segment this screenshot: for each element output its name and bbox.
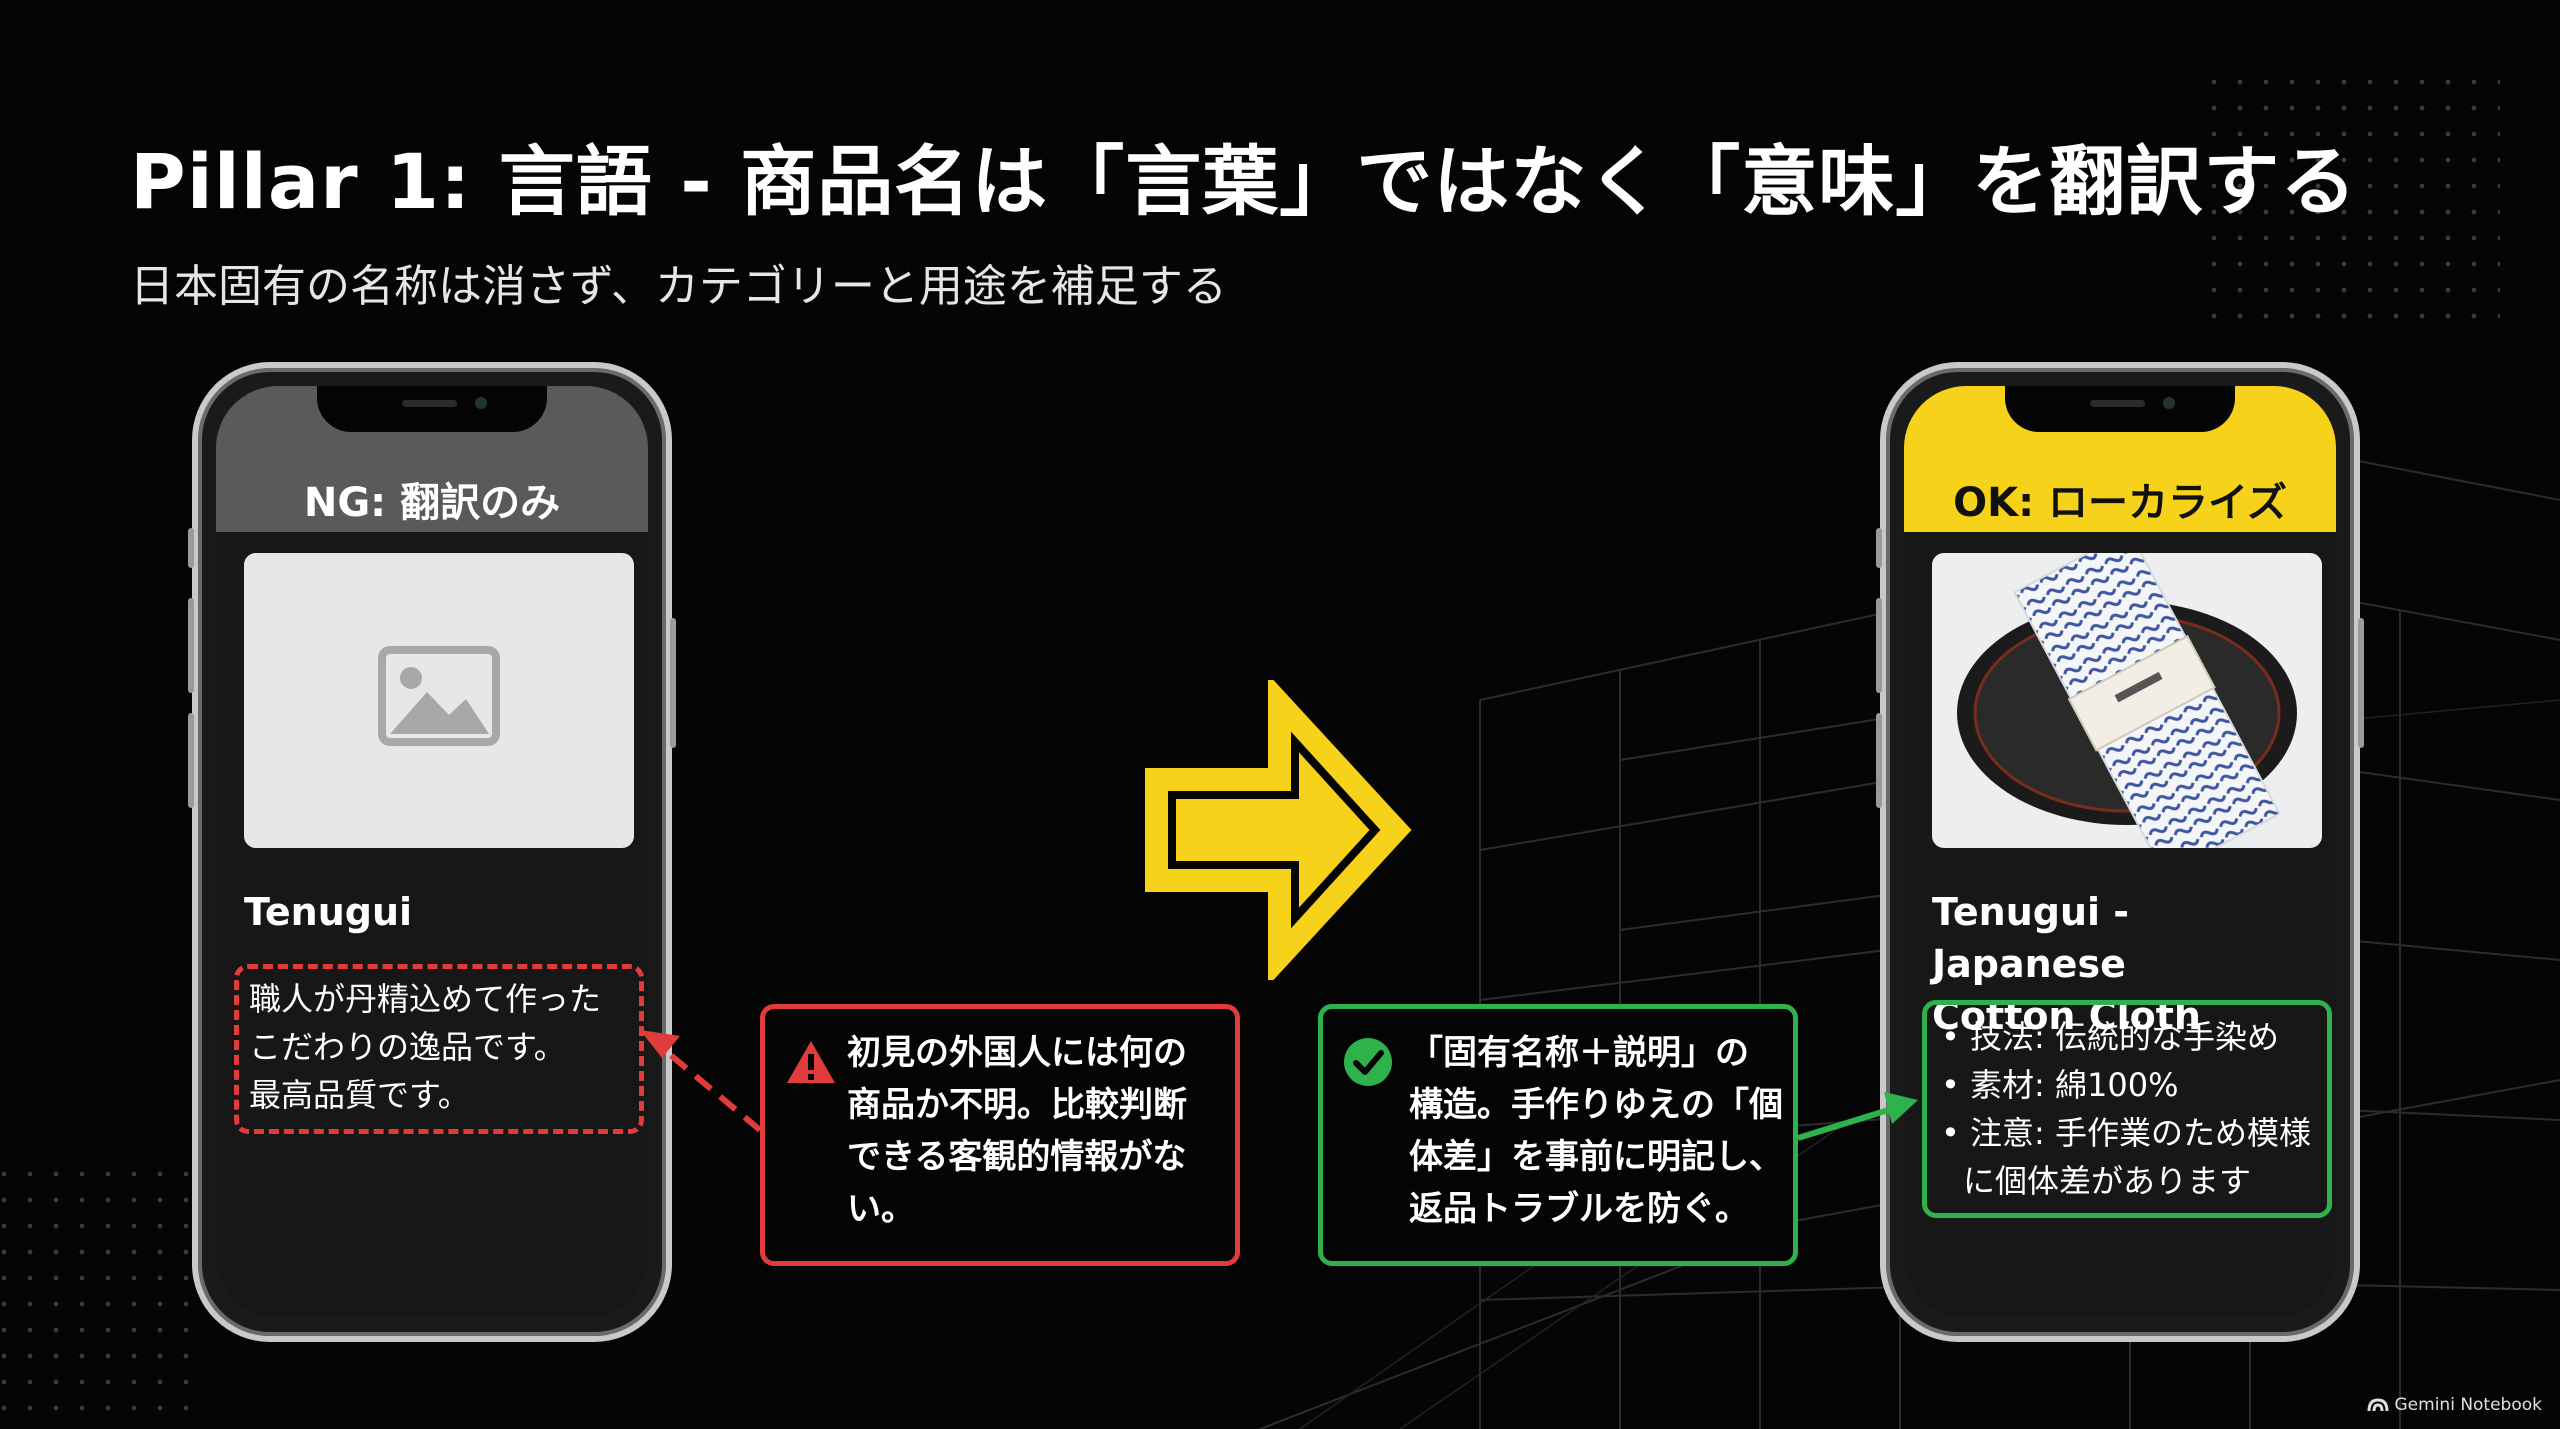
ok-callout-line: 「固有名称＋説明」の — [1409, 1033, 1749, 1073]
ng-phone: NG: 翻訳のみ Tenugui 職人が丹精込めて作った こだわりの逸品です。 … — [188, 362, 676, 1342]
ng-description-box: 職人が丹精込めて作った こだわりの逸品です。 最高品質です。 — [234, 964, 644, 1134]
ok-spec-line: • 注意: 手作業のため模様 — [1941, 1114, 2312, 1152]
ok-product-image — [1932, 553, 2322, 848]
ng-description-line: 最高品質です。 — [249, 1076, 470, 1114]
dot-grid-top-right — [2200, 58, 2500, 328]
ok-connector-arrowhead — [1884, 1092, 1918, 1124]
ok-connector — [1797, 1105, 1896, 1141]
ok-header-label: OK: ローカライズ — [1953, 480, 2287, 526]
ok-spec-line: • 技法: 伝統的な手染め — [1941, 1018, 2280, 1056]
tenugui-photo-illustration — [1957, 553, 2297, 848]
ok-callout-line: 返品トラブルを防ぐ。 — [1409, 1189, 1749, 1229]
ng-connector — [653, 1039, 762, 1133]
ok-phone-screen: OK: ローカライズ — [1904, 386, 2336, 1318]
ng-callout-line: できる客観的情報がな — [847, 1137, 1187, 1177]
ng-connector-arrowhead — [640, 1030, 680, 1058]
ng-header: NG: 翻訳のみ — [216, 386, 648, 532]
ng-product-image-placeholder — [244, 553, 634, 848]
ok-callout-line: 構造。手作りゆえの「個 — [1409, 1085, 1783, 1125]
arrow-right-icon — [1145, 680, 1412, 980]
warning-icon — [787, 1041, 835, 1083]
dot-grid-bottom-left — [0, 1170, 210, 1429]
ok-product-name-line: Tenugui - Japanese — [1932, 890, 2130, 986]
ok-spec-line: に個体差があります — [1963, 1162, 2252, 1200]
ng-description-line: 職人が丹精込めて作った — [249, 980, 602, 1018]
ok-spec-line: • 素材: 綿100% — [1941, 1066, 2179, 1104]
ng-phone-screen: NG: 翻訳のみ Tenugui 職人が丹精込めて作った こだわりの逸品です。 … — [216, 386, 648, 1318]
ok-callout: 「固有名称＋説明」の 構造。手作りゆえの「個 体差」を事前に明記し、 返品トラブ… — [1318, 1004, 1798, 1266]
ok-phone: OK: ローカライズ — [1876, 362, 2364, 1342]
ng-callout-line: い。 — [847, 1189, 915, 1229]
phone-notch — [2005, 386, 2235, 432]
ok-spec-box: • 技法: 伝統的な手染め • 素材: 綿100% • 注意: 手作業のため模様… — [1922, 1000, 2332, 1218]
footer-brand: Gemini Notebook — [2367, 1395, 2542, 1415]
phone-notch — [317, 386, 547, 432]
ng-callout: 初見の外国人には何の 商品か不明。比較判断 できる客観的情報がな い。 — [760, 1004, 1240, 1266]
footer-brand-label: Gemini Notebook — [2394, 1395, 2543, 1415]
ng-callout-line: 商品か不明。比較判断 — [847, 1085, 1187, 1125]
ng-product-name: Tenugui — [244, 890, 413, 934]
slide-title: Pillar 1: 言語 - 商品名は「言葉」ではなく「意味」を翻訳する — [130, 137, 2358, 226]
image-placeholder-icon — [378, 646, 500, 746]
ng-description-line: こだわりの逸品です。 — [249, 1028, 566, 1066]
notebook-logo-icon — [2367, 1398, 2389, 1412]
slide-subtitle: 日本固有の名称は消さず、カテゴリーと用途を補足する — [130, 261, 1227, 312]
ng-header-label: NG: 翻訳のみ — [303, 480, 561, 526]
ng-callout-line: 初見の外国人には何の — [847, 1033, 1187, 1073]
check-circle-icon — [1344, 1038, 1392, 1086]
ok-callout-line: 体差」を事前に明記し、 — [1409, 1137, 1783, 1177]
